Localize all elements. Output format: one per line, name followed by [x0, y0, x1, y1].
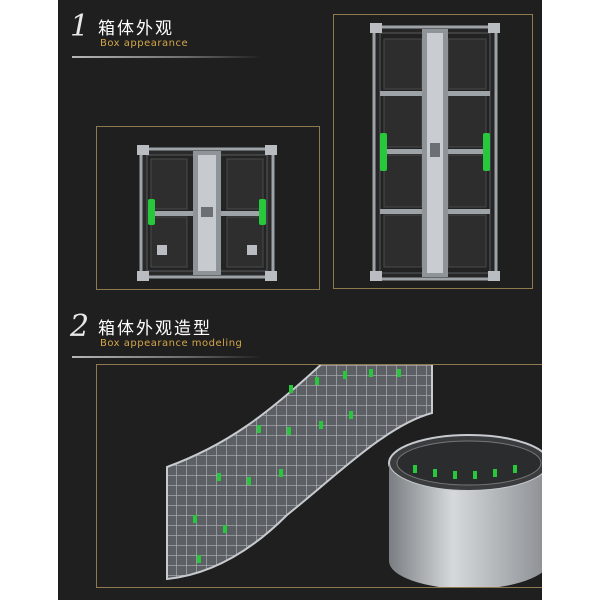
cabinet-small-frame	[96, 126, 320, 290]
cabinet-front-view-tall	[370, 23, 500, 281]
curved-and-cylinder-displays	[166, 365, 542, 587]
section-title-en: Box appearance	[100, 38, 189, 49]
section-1-heading: 1 箱体外观 Box appearance	[70, 12, 290, 62]
modeling-frame	[96, 364, 542, 588]
heading-underline	[72, 356, 262, 358]
section-2-heading: 2 箱体外观造型 Box appearance modeling	[70, 312, 310, 362]
section-title-en: Box appearance modeling	[100, 338, 243, 349]
heading-underline	[72, 56, 262, 58]
section-number: 2	[70, 309, 90, 344]
cabinet-tall-frame	[333, 14, 533, 289]
product-poster: 1 箱体外观 Box appearance	[58, 0, 542, 600]
cabinet-front-view-small	[137, 145, 277, 281]
section-title-zh: 箱体外观	[98, 19, 174, 39]
section-title-zh: 箱体外观造型	[98, 319, 212, 339]
section-number: 1	[70, 9, 90, 44]
